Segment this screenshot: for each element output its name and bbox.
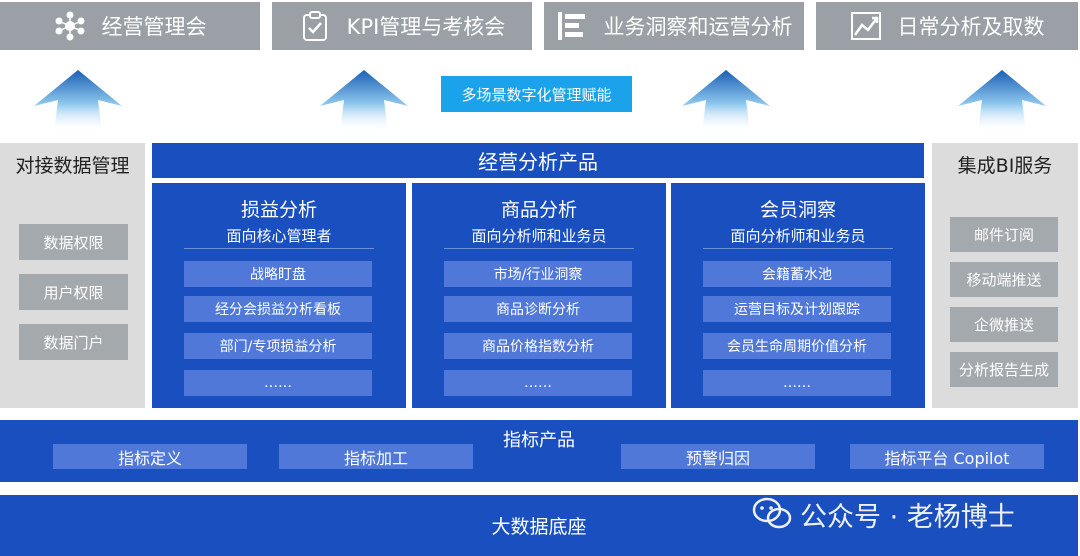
top-box-label: 业务洞察和运营分析 xyxy=(603,15,793,39)
top-box-kpi: KPI管理与考核会 xyxy=(272,2,532,50)
column-item: 会员生命周期价值分析 xyxy=(703,333,891,359)
top-box-management-meeting: 经营管理会 xyxy=(0,2,260,50)
left-panel-item: 数据权限 xyxy=(19,224,128,260)
metric-item: 指标平台 Copilot xyxy=(850,444,1044,469)
column-subtitle: 面向分析师和业务员 xyxy=(471,227,607,245)
top-box-business-insight: 业务洞察和运营分析 xyxy=(544,2,804,50)
left-panel-title: 对接数据管理 xyxy=(15,154,130,177)
network-icon xyxy=(55,11,84,41)
top-box-daily-analysis: 日常分析及取数 xyxy=(816,2,1078,50)
up-arrow xyxy=(958,70,1046,132)
product-column: 会员洞察 面向分析师和业务员 会籍蓄水池 运营目标及计划跟踪 会员生命周期价值分… xyxy=(671,183,925,408)
metric-item: 指标加工 xyxy=(279,444,473,469)
divider xyxy=(444,248,634,249)
column-item: 经分会损益分析看板 xyxy=(184,296,372,322)
right-panel-item: 分析报告生成 xyxy=(950,352,1058,387)
watermark: 公众号 · 老杨博士 xyxy=(752,496,1015,533)
column-item: 商品价格指数分析 xyxy=(444,333,632,359)
right-panel-item: 邮件订阅 xyxy=(950,217,1058,252)
clipboard-check-icon xyxy=(302,11,327,41)
right-panel-item: 企微推送 xyxy=(950,307,1058,342)
column-item: 运营目标及计划跟踪 xyxy=(703,296,891,322)
column-item: 战略盯盘 xyxy=(184,261,372,287)
left-panel: 对接数据管理 数据权限 用户权限 数据门户 xyxy=(0,143,145,408)
column-title: 损益分析 xyxy=(240,199,317,221)
line-chart-icon xyxy=(850,12,881,40)
right-panel: 集成BI服务 邮件订阅 移动端推送 企微推送 分析报告生成 xyxy=(932,143,1078,408)
right-panel-item: 移动端推送 xyxy=(950,262,1058,297)
column-subtitle: 面向分析师和业务员 xyxy=(730,227,866,245)
up-arrow xyxy=(34,70,122,132)
top-box-label: KPI管理与考核会 xyxy=(346,15,506,39)
watermark-text: 公众号 · 老杨博士 xyxy=(800,501,1015,533)
divider xyxy=(703,248,893,249)
right-panel-title: 集成BI服务 xyxy=(957,154,1053,177)
product-column: 商品分析 面向分析师和业务员 市场/行业洞察 商品诊断分析 商品价格指数分析 …… xyxy=(412,183,666,408)
column-item: …… xyxy=(703,370,891,396)
metric-item: 指标定义 xyxy=(53,444,247,469)
up-arrow xyxy=(682,70,770,132)
column-item: 会籍蓄水池 xyxy=(703,261,891,287)
metric-item: 预警归因 xyxy=(621,444,815,469)
top-box-label: 经营管理会 xyxy=(101,15,207,39)
metrics-product: 指标产品 指标定义 指标加工 预警归因 指标平台 Copilot xyxy=(0,420,1078,482)
up-arrow xyxy=(320,70,408,132)
column-item: 部门/专项损益分析 xyxy=(184,333,372,359)
column-item: …… xyxy=(184,370,372,396)
column-title: 会员洞察 xyxy=(759,199,836,221)
bar-list-icon xyxy=(557,12,585,40)
center-tag: 多场景数字化管理赋能 xyxy=(441,76,632,112)
top-box-label: 日常分析及取数 xyxy=(897,15,1045,39)
main-product-title: 经营分析产品 xyxy=(152,143,924,178)
column-item: 市场/行业洞察 xyxy=(444,261,632,287)
big-data-base: 大数据底座 xyxy=(0,495,1078,556)
divider xyxy=(184,248,374,249)
column-subtitle: 面向核心管理者 xyxy=(226,227,332,245)
metrics-title: 指标产品 xyxy=(503,430,575,451)
column-title: 商品分析 xyxy=(500,199,577,221)
column-item: …… xyxy=(444,370,632,396)
left-panel-item: 用户权限 xyxy=(19,274,128,310)
left-panel-item: 数据门户 xyxy=(19,324,128,360)
column-item: 商品诊断分析 xyxy=(444,296,632,322)
product-column: 损益分析 面向核心管理者 战略盯盘 经分会损益分析看板 部门/专项损益分析 …… xyxy=(152,183,406,408)
wechat-icon xyxy=(752,497,792,529)
